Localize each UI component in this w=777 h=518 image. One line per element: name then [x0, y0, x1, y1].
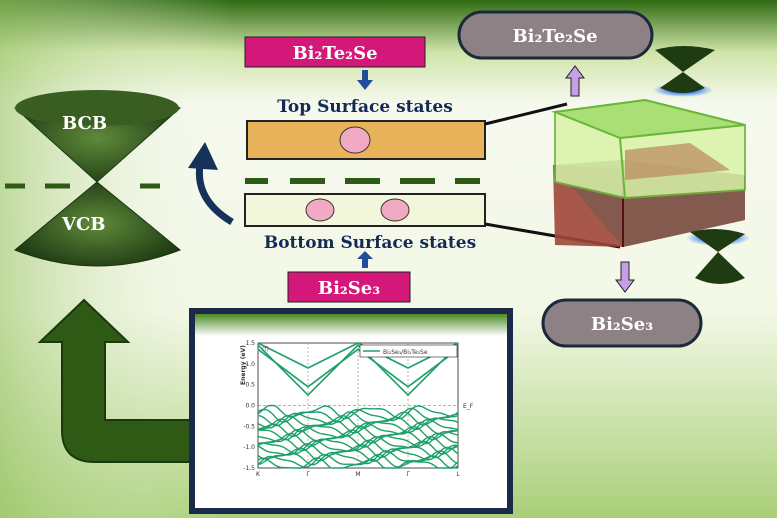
bottom-material-pill: [541, 298, 703, 348]
arrow-down-icon: [615, 261, 635, 293]
y-tick-label: -0.5: [243, 423, 255, 430]
top-material-box: [244, 36, 426, 68]
y-tick-label: -1.5: [243, 465, 255, 472]
surface-state-dot: [339, 126, 371, 154]
panel-label: (f): [262, 346, 269, 353]
legend-box: [359, 344, 458, 358]
x-tick-label: M: [355, 471, 360, 478]
arrow-up-icon: [565, 65, 585, 97]
arrow-down-icon: [357, 70, 373, 90]
bottom-surface-label: Bottom Surface states: [264, 233, 476, 253]
conduction-band-line: [257, 343, 459, 397]
valence-band-line: [257, 457, 459, 469]
y-axis-label: Energy (eV): [240, 345, 247, 385]
x-tick-label: Γ: [406, 471, 410, 478]
conduction-band-line: [257, 348, 459, 388]
y-tick-label: 0.5: [245, 382, 255, 389]
valence-band-line: [257, 450, 459, 466]
bottom-material-label: Bi₂Se₃: [318, 278, 380, 299]
dirac-cone-icon: BCB VCB: [14, 90, 181, 267]
y-tick-label: 1.5: [245, 340, 255, 347]
bottom-surface-box: [244, 193, 486, 227]
band-structure-inset: K Γ M Γ L 1.5 1.0 0.5 0.0 -0.5 -1.0 -1.5 Energy (eV…: [189, 308, 513, 514]
y-tick-label: -1.0: [243, 444, 255, 451]
fermi-label: E_F: [463, 403, 474, 410]
surface-state-dot: [380, 198, 410, 222]
x-tick-label: Γ: [306, 471, 310, 478]
surface-dirac-cone-icon: [653, 46, 715, 97]
surface-state-dot: [305, 198, 335, 222]
bcb-label: BCB: [62, 113, 107, 134]
top-material-label: Bi₂Te₂Se: [292, 43, 377, 64]
curved-arrow-icon: [188, 142, 234, 226]
y-tick-label: 1.0: [245, 361, 255, 368]
valence-band-line: [257, 425, 459, 441]
y-tick-label: 0.0: [245, 403, 255, 410]
valence-band-line: [257, 435, 459, 452]
arrow-up-icon: [357, 251, 373, 268]
conduction-band-line: [257, 342, 459, 369]
l-arrow-icon: [37, 298, 196, 463]
vcb-label: VCB: [61, 214, 106, 235]
valence-band-line: [257, 407, 459, 423]
valence-band-line: [257, 432, 459, 448]
valence-band-line: [257, 421, 459, 438]
bottom-pill-label: Bi₂Se₃: [591, 314, 653, 335]
bottom-material-box: [287, 271, 411, 303]
surface-dirac-cone-icon: [686, 228, 750, 284]
heterostructure-block: [551, 98, 746, 247]
top-surface-label: Top Surface states: [277, 97, 453, 117]
legend-entry: Bi₂Se₃/Bi₂Te₂Se: [383, 349, 428, 356]
x-tick-label: L: [456, 471, 460, 478]
top-pill-label: Bi₂Te₂Se: [512, 26, 597, 47]
top-material-pill: [457, 10, 654, 60]
x-tick-label: K: [256, 471, 261, 478]
